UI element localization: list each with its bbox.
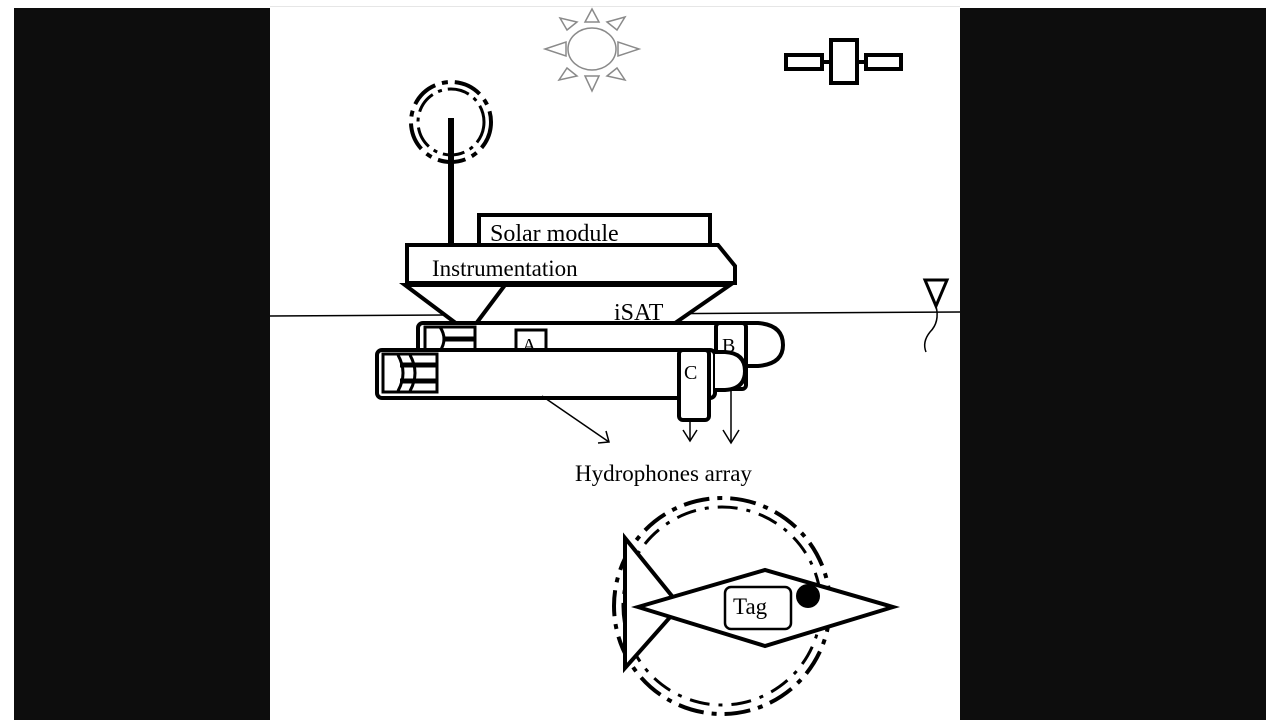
left-letterbox	[14, 8, 270, 720]
tag: Tag	[723, 585, 793, 631]
sun-icon	[542, 7, 642, 93]
lower-pontoon	[375, 348, 748, 400]
hydrophone-c: C	[677, 348, 711, 422]
solar-module-label: Solar module	[490, 221, 619, 247]
satellite-icon	[784, 38, 903, 85]
antenna-signal-icon	[409, 80, 493, 244]
water-level-icon	[922, 278, 950, 353]
hydrophone-c-label: C	[684, 362, 697, 384]
instrumentation-label: Instrumentation	[432, 256, 578, 281]
tag-label: Tag	[733, 594, 768, 619]
instrumentation-box: Instrumentation	[405, 243, 737, 285]
right-letterbox	[960, 8, 1266, 720]
upper-pontoon	[416, 321, 786, 368]
hydrophone-arrows	[541, 390, 740, 445]
solar-module: Solar module	[477, 213, 712, 247]
hydrophones-array-label: Hydrophones array	[575, 461, 752, 486]
